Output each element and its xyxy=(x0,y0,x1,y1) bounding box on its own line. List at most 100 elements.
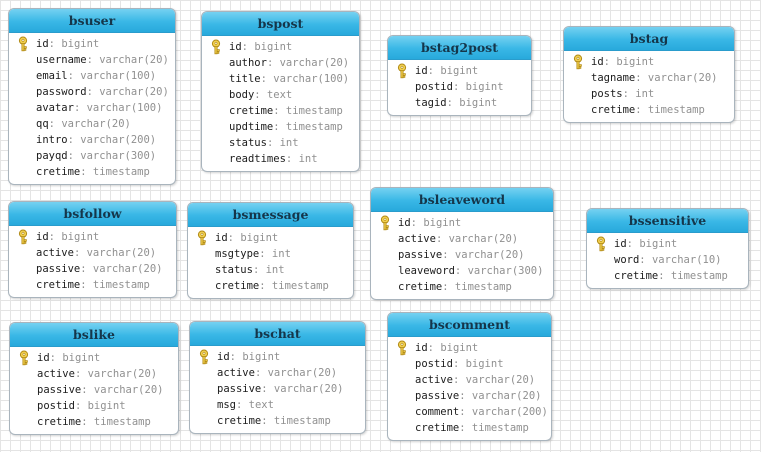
table-row[interactable]: word: varchar(10) xyxy=(587,252,748,268)
field-separator: : xyxy=(49,352,63,364)
table-row[interactable]: payqd: varchar(300) xyxy=(9,148,175,164)
table-row[interactable]: posts: int xyxy=(564,86,734,102)
field-name: id xyxy=(415,342,428,354)
table-row[interactable]: username: varchar(20) xyxy=(9,52,175,68)
table-row[interactable]: qq: varchar(20) xyxy=(9,116,175,132)
table-row[interactable]: active: varchar(20) xyxy=(371,231,553,247)
table-row[interactable]: msgtype: int xyxy=(188,246,353,262)
table-row[interactable]: passive: varchar(20) xyxy=(190,381,365,397)
table-row[interactable]: email: varchar(100) xyxy=(9,68,175,84)
table-header[interactable]: bsfollow xyxy=(9,202,176,226)
table-row[interactable]: id: bigint xyxy=(388,340,551,356)
field-separator: : xyxy=(241,41,255,53)
table-row[interactable]: cretime: timestamp xyxy=(371,279,553,295)
table-row[interactable]: tagname: varchar(20) xyxy=(564,70,734,86)
table-header[interactable]: bscomment xyxy=(388,313,551,337)
table-row[interactable]: id: bigint xyxy=(587,236,748,252)
table-header[interactable]: bschat xyxy=(190,322,365,346)
field-separator: : xyxy=(273,121,286,133)
table-row[interactable]: cretime: timestamp xyxy=(587,268,748,284)
table-row[interactable]: comment: varchar(200) xyxy=(388,404,551,420)
table-row[interactable]: passive: varchar(20) xyxy=(371,247,553,263)
table-row[interactable]: passive: varchar(20) xyxy=(388,388,551,404)
table-header[interactable]: bstag xyxy=(564,27,734,51)
table-row[interactable]: postid: bigint xyxy=(10,398,178,414)
field-type: varchar(20) xyxy=(99,54,169,66)
field-type: int xyxy=(271,248,291,260)
field-name: id xyxy=(217,351,230,363)
table-header[interactable]: bsuser xyxy=(9,9,175,33)
field-name: title xyxy=(229,73,261,85)
table-row[interactable]: id: bigint xyxy=(202,39,359,55)
table-row[interactable]: cretime: timestamp xyxy=(202,103,359,119)
field-separator: : xyxy=(459,390,472,402)
table-row[interactable]: id: bigint xyxy=(564,54,734,70)
table-row[interactable]: intro: varchar(200) xyxy=(9,132,175,148)
table-row[interactable]: id: bigint xyxy=(9,229,176,245)
table-row[interactable]: updtime: timestamp xyxy=(202,119,359,135)
table-row[interactable]: id: bigint xyxy=(10,350,178,366)
table-row[interactable]: passive: varchar(20) xyxy=(9,261,176,277)
table-row[interactable]: active: varchar(20) xyxy=(10,366,178,382)
field-name: cretime xyxy=(614,270,659,282)
table-row[interactable]: active: varchar(20) xyxy=(190,365,365,381)
table-row[interactable]: cretime: timestamp xyxy=(190,413,365,429)
table-row[interactable]: active: varchar(20) xyxy=(388,372,551,388)
table-row[interactable]: tagid: bigint xyxy=(388,95,531,111)
table-row[interactable]: password: varchar(20) xyxy=(9,84,175,100)
table-row[interactable]: author: varchar(20) xyxy=(202,55,359,71)
table-row[interactable]: postid: bigint xyxy=(388,79,531,95)
field-separator: : xyxy=(446,97,460,109)
table-header[interactable]: bsmessage xyxy=(188,203,353,227)
table-header[interactable]: bstag2post xyxy=(388,36,531,60)
table-row[interactable]: body: text xyxy=(202,87,359,103)
table-header[interactable]: bsleaveword xyxy=(371,188,553,212)
field-type: timestamp xyxy=(92,279,150,291)
table-row[interactable]: readtimes: int xyxy=(202,151,359,167)
table-row[interactable]: id: bigint xyxy=(190,349,365,365)
table-header[interactable]: bspost xyxy=(202,12,359,36)
field-separator: : xyxy=(86,86,100,98)
table-row[interactable]: status: int xyxy=(202,135,359,151)
table-row[interactable]: cretime: timestamp xyxy=(9,164,175,180)
table-row[interactable]: cretime: timestamp xyxy=(388,420,551,436)
key-icon xyxy=(17,229,29,245)
table-row[interactable]: passive: varchar(20) xyxy=(10,382,178,398)
table-row[interactable]: status: int xyxy=(188,262,353,278)
table-row[interactable]: id: bigint xyxy=(188,230,353,246)
table-row[interactable]: cretime: timestamp xyxy=(9,277,176,293)
table-row[interactable]: id: bigint xyxy=(371,215,553,231)
table-header[interactable]: bssensitive xyxy=(587,209,748,233)
table-header[interactable]: bslike xyxy=(10,323,178,347)
field-name: readtimes xyxy=(229,153,286,165)
field-name: id xyxy=(415,65,428,77)
table-row[interactable]: active: varchar(20) xyxy=(9,245,176,261)
table-row[interactable]: avatar: varchar(100) xyxy=(9,100,175,116)
table-row[interactable]: msg: text xyxy=(190,397,365,413)
table-row[interactable]: id: bigint xyxy=(9,36,175,52)
table-row[interactable]: cretime: timestamp xyxy=(564,102,734,118)
field-name: msgtype xyxy=(215,248,260,260)
table-row[interactable]: title: varchar(100) xyxy=(202,71,359,87)
table-row[interactable]: cretime: timestamp xyxy=(10,414,178,430)
field-type: bigint xyxy=(440,65,479,77)
table-row[interactable]: cretime: timestamp xyxy=(188,278,353,294)
field-type: varchar(20) xyxy=(87,368,158,380)
field-type: bigint xyxy=(87,400,126,412)
table-row[interactable]: leaveword: varchar(300) xyxy=(371,263,553,279)
table-row[interactable]: postid: bigint xyxy=(388,356,551,372)
field-separator: : xyxy=(266,57,280,69)
table-row[interactable]: id: bigint xyxy=(388,63,531,79)
